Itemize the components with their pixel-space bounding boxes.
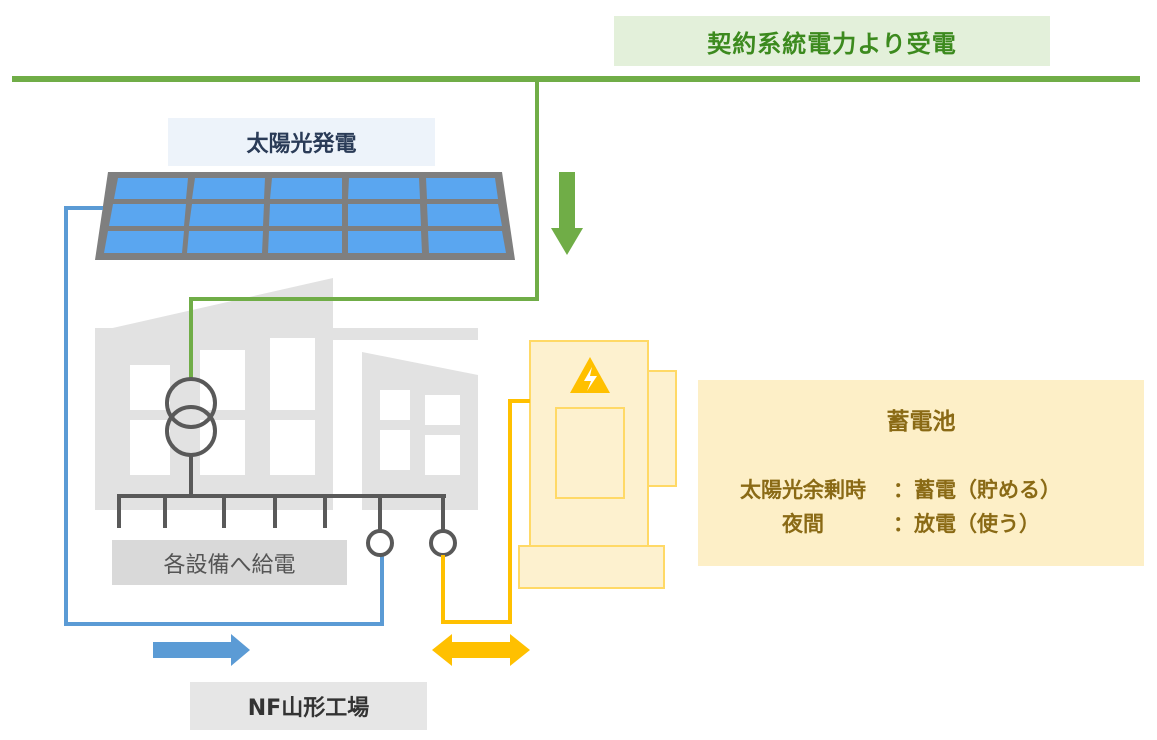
battery-feed-line xyxy=(441,399,530,624)
grid-direction-arrow-icon xyxy=(551,172,583,255)
battery-surplus-value: ：蓄電（貯める） xyxy=(893,478,1061,502)
factory-name-label: NF山形工場 xyxy=(190,682,427,730)
battery-surplus-row: 太陽光余剰時 ：蓄電（貯める） xyxy=(713,474,1061,504)
solar-generation-label: 太陽光発電 xyxy=(168,118,435,166)
distribution-bus xyxy=(117,494,457,557)
battery-night-value: ：放電（使う） xyxy=(893,512,1040,536)
solar-direction-arrow-icon xyxy=(153,634,250,666)
equipment-supply-label: 各設備へ給電 xyxy=(112,540,347,585)
battery-surplus-label: 太陽光余剰時 xyxy=(740,478,866,502)
battery-charge-discharge-arrow-icon xyxy=(432,634,530,666)
factory-building-icon xyxy=(95,278,478,510)
grid-supply-label: 契約系統電力より受電 xyxy=(614,16,1050,66)
battery-night-row: 夜間 ：放電（使う） xyxy=(713,508,1040,538)
grid-feed-line xyxy=(189,79,539,380)
solar-panel-icon xyxy=(95,172,515,260)
battery-night-label: 夜間 xyxy=(782,512,824,536)
warning-icon xyxy=(570,357,610,393)
battery-info-box: 蓄電池 太陽光余剰時 ：蓄電（貯める） 夜間 ：放電（使う） xyxy=(698,380,1144,566)
solar-feed-line xyxy=(64,206,384,626)
battery-title: 蓄電池 xyxy=(886,409,956,435)
